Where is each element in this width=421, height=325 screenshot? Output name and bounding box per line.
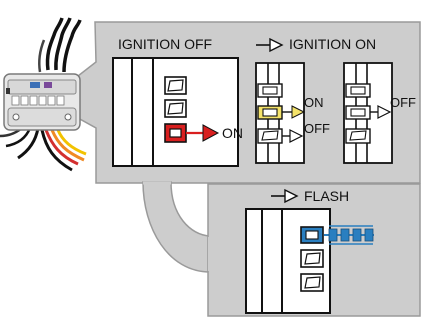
large-module-ignition-off: ON — [112, 57, 243, 167]
arrow-right-icon — [256, 37, 284, 53]
on-label-yellow: ON — [304, 95, 324, 110]
flash-header: FLASH — [271, 188, 349, 204]
led-off-icon — [164, 76, 187, 95]
led-off-icon — [300, 249, 324, 268]
led-off-icon — [164, 99, 187, 118]
arrow-on-yellow — [282, 105, 306, 119]
small-module-off: OFF — [343, 62, 416, 164]
led-off-icon — [345, 83, 371, 98]
flash-label: FLASH — [304, 188, 349, 204]
flashing-indicator-icon — [324, 225, 374, 245]
flash-module — [245, 208, 374, 314]
led-yellow-on-icon — [257, 105, 283, 120]
led-blue-flash-icon — [300, 226, 324, 244]
off-label-1: OFF — [304, 121, 330, 136]
small-module-on: ON OFF — [255, 62, 330, 164]
arrow-off — [370, 105, 392, 119]
arrow-right-icon — [271, 188, 299, 204]
led-off-icon — [257, 128, 283, 144]
arrow-off — [282, 129, 304, 143]
on-label-red: ON — [222, 125, 243, 141]
led-off-icon — [257, 83, 283, 98]
off-label-2: OFF — [390, 95, 416, 110]
arrow-on-red — [186, 124, 220, 142]
led-red-on-icon — [164, 123, 187, 143]
led-off-icon — [345, 128, 371, 144]
device-module — [0, 17, 87, 172]
connector-arm — [142, 181, 211, 273]
led-off-icon — [345, 105, 371, 120]
ignition-on-label: IGNITION ON — [289, 36, 376, 52]
ignition-off-label: IGNITION OFF — [118, 36, 212, 52]
led-off-icon — [300, 273, 324, 292]
ignition-on-header: IGNITION ON — [256, 36, 376, 53]
